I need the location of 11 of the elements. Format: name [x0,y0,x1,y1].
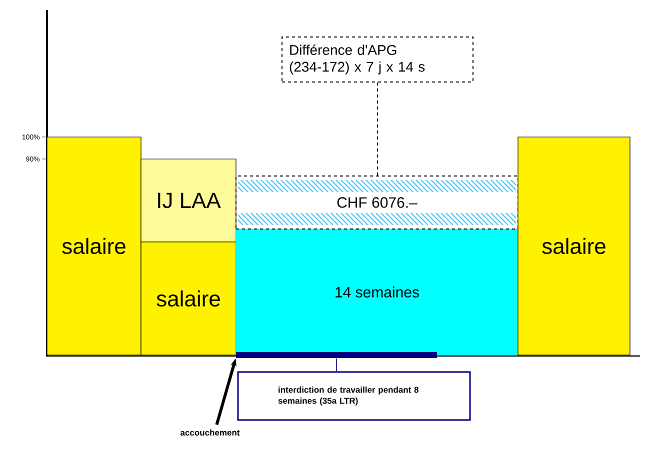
formula-box: Différence d'APG (234-172) x 7 j x 14 s [282,36,474,82]
bar-block: salaire [518,136,630,356]
caption-text: accouchement [180,429,240,436]
leader-line [377,82,378,176]
bar-block: 14 semaines [236,228,518,356]
note-box: interdiction de travailler pendant 8 semaines (35a LTR) [237,371,471,421]
leader-line [336,358,337,372]
bar-block: salaire [46,136,142,356]
bar-block: salaire [140,242,236,356]
hatched-box: CHF 6076.– [236,176,518,230]
bar-block: IJ LAA [140,158,236,242]
